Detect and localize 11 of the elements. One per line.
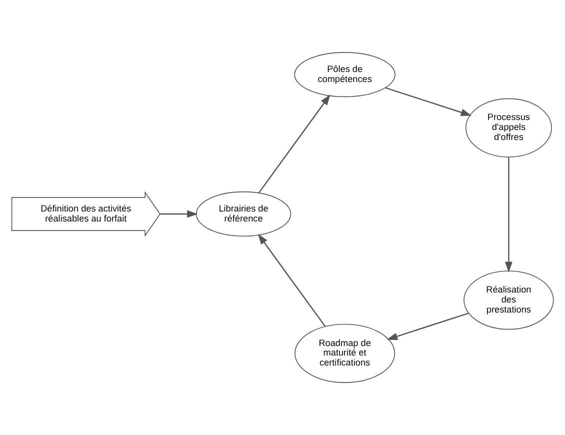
arrow [504, 157, 512, 272]
node-ellipse: Réalisation des prestations [464, 270, 554, 330]
arrow [385, 87, 472, 116]
node-ellipse: Processus d'appels d'offres [465, 98, 552, 158]
node-ellipse: Pôles de compétences [294, 52, 396, 98]
arrow [386, 312, 469, 340]
arrow [258, 234, 326, 327]
arrow [160, 210, 198, 218]
node-ellipse: Roadmap de maturité et certifications [294, 324, 396, 383]
node-ellipse: Librairies de référence [196, 191, 292, 237]
arrow [258, 94, 330, 194]
